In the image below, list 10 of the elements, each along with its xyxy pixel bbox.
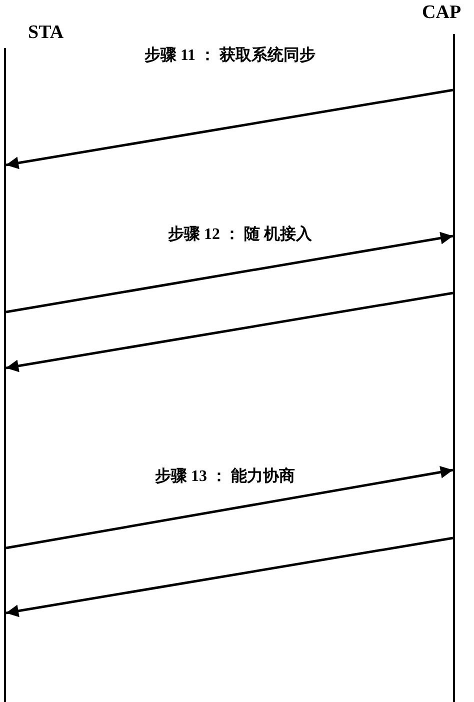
message-arrow <box>6 536 454 618</box>
edge-label: 步骤 11 ： 获取系统同步 <box>143 45 317 66</box>
message-arrow <box>6 292 454 372</box>
message-arrow <box>6 88 454 170</box>
edge-label: 步骤 12 ： 随 机接入 <box>167 224 313 245</box>
participant-label: CAP <box>422 2 462 24</box>
message-arrow <box>6 466 454 550</box>
edge-label: 步骤 13 ： 能力协商 <box>154 466 296 487</box>
participant-label: STA <box>28 22 64 44</box>
message-arrow <box>6 232 454 314</box>
